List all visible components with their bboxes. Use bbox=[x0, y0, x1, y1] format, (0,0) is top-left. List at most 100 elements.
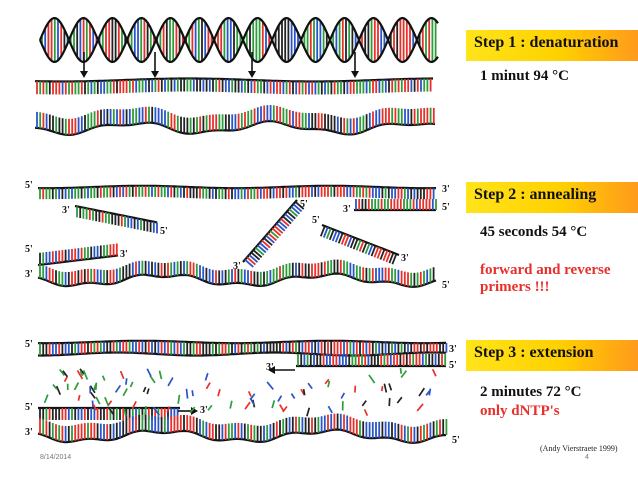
label-5prime: 5' bbox=[312, 215, 320, 226]
strand-fragment-right-base bbox=[382, 250, 389, 262]
free-dntp bbox=[76, 370, 84, 380]
strand-fragment-diagonal-base bbox=[294, 201, 305, 210]
free-dntp bbox=[380, 386, 384, 392]
free-dntp bbox=[119, 370, 125, 380]
free-dntp bbox=[282, 406, 288, 413]
strand-fragment-right-base bbox=[352, 238, 359, 250]
label-3prime: 3' bbox=[25, 427, 33, 438]
free-dntp bbox=[144, 405, 147, 415]
free-dntp bbox=[55, 385, 62, 395]
step2-box: Step 2 : annealing bbox=[466, 182, 638, 213]
free-dntp bbox=[189, 406, 196, 414]
strand-fragment-diagonal-base bbox=[269, 230, 280, 239]
free-dntp bbox=[383, 383, 388, 393]
strand-fragment-right-base bbox=[358, 240, 365, 252]
label-3prime: 3' bbox=[401, 253, 409, 264]
label-3prime: 3' bbox=[62, 205, 70, 216]
denature-arrow-head bbox=[151, 71, 159, 78]
free-dntp bbox=[129, 381, 134, 388]
helix-strand-b bbox=[38, 16, 439, 64]
free-dntp bbox=[91, 400, 94, 408]
free-dntp bbox=[418, 387, 426, 397]
label-3prime: 3' bbox=[120, 249, 128, 260]
strand-fragment-right-base bbox=[361, 242, 368, 253]
strand-fragment-diagonal-base bbox=[263, 237, 273, 246]
free-dntp bbox=[324, 378, 330, 385]
free-dntp bbox=[107, 406, 115, 415]
page-number: 4 bbox=[585, 454, 589, 461]
free-dntp bbox=[142, 386, 147, 393]
strand-fragment-diagonal-base bbox=[250, 251, 261, 261]
free-dntp bbox=[125, 378, 128, 385]
free-dntp bbox=[363, 409, 369, 417]
denature-arrow-head bbox=[351, 71, 359, 78]
label-5prime: 5' bbox=[160, 226, 168, 237]
footer-date: 8/14/2014 bbox=[40, 454, 72, 461]
label-5prime: 5' bbox=[442, 202, 450, 213]
strand-fragment-right-base bbox=[325, 228, 332, 239]
free-dntp bbox=[185, 388, 189, 399]
free-dntp bbox=[82, 370, 89, 380]
free-dntp bbox=[307, 382, 313, 390]
free-dntp bbox=[177, 394, 181, 404]
strand-fragment-right-base bbox=[376, 247, 383, 259]
strand-fragment-diagonal-base bbox=[284, 213, 294, 222]
free-dntp bbox=[279, 404, 285, 412]
free-dntp bbox=[146, 368, 152, 377]
free-dntp bbox=[152, 406, 161, 416]
label-3prime: 3' bbox=[25, 269, 33, 280]
label-5prime: 5' bbox=[300, 199, 308, 210]
label-5prime: 5' bbox=[452, 435, 460, 446]
free-dntp bbox=[123, 408, 127, 417]
free-dntp bbox=[122, 388, 128, 397]
free-dntp bbox=[425, 390, 431, 396]
strand-fragment-diagonal-base bbox=[288, 208, 298, 217]
free-dntp bbox=[149, 375, 156, 384]
free-dntp bbox=[62, 370, 69, 378]
free-dntp bbox=[204, 372, 209, 381]
strand-fragment-diagonal-base bbox=[265, 234, 275, 244]
strand-fragment-right-base bbox=[328, 229, 335, 241]
free-dntp bbox=[396, 396, 403, 404]
label-5prime: 5' bbox=[449, 360, 457, 371]
strand-fragment-right-base bbox=[367, 244, 374, 256]
free-dntp bbox=[247, 391, 252, 397]
strand-fragment-right-base bbox=[346, 236, 353, 248]
step3-note: only dNTP's bbox=[480, 403, 560, 419]
label-3prime: 3' bbox=[449, 344, 457, 355]
extension-arrow-upper-head bbox=[268, 366, 275, 374]
strand-fragment-right-base bbox=[340, 233, 347, 245]
strand-fragment-right-base bbox=[373, 246, 380, 258]
strand-fragment-right-base bbox=[331, 230, 338, 242]
strand-fragment-diagonal-base bbox=[273, 225, 284, 234]
free-dntp bbox=[114, 384, 122, 393]
free-dntp bbox=[368, 374, 376, 384]
step1-box: Step 1 : denaturation bbox=[466, 30, 638, 61]
free-dntp bbox=[101, 375, 106, 381]
template-strand-bottom-backbone bbox=[37, 428, 447, 444]
free-dntp bbox=[361, 400, 367, 407]
strand-fragment-right-base bbox=[355, 239, 362, 251]
free-dntp bbox=[400, 370, 408, 379]
free-dntp bbox=[63, 376, 69, 383]
free-dntp bbox=[207, 404, 213, 411]
free-dntp bbox=[327, 405, 333, 414]
step2-note: forward and reverse primers !!! bbox=[480, 262, 611, 295]
label-5prime: 5' bbox=[25, 180, 33, 191]
free-dntp bbox=[79, 370, 84, 377]
label-5prime: 5' bbox=[25, 402, 33, 413]
template-strand-lower-backbone bbox=[37, 272, 437, 288]
free-dntp bbox=[277, 395, 283, 402]
label-3prime: 3' bbox=[343, 204, 351, 215]
strand-fragment-right-base bbox=[370, 245, 377, 257]
strand-fragment-diagonal-base bbox=[252, 249, 263, 258]
template-strand-upper-backbone bbox=[37, 184, 436, 190]
strand-fragment-diagonal-base bbox=[248, 254, 259, 263]
strand-fragment-diagonal-base bbox=[267, 232, 277, 242]
free-dntp bbox=[327, 380, 331, 388]
strand-fragment-right-base bbox=[364, 243, 371, 255]
free-dntp bbox=[191, 390, 194, 397]
label-5prime: 5' bbox=[25, 339, 33, 350]
free-dntp bbox=[249, 397, 255, 406]
